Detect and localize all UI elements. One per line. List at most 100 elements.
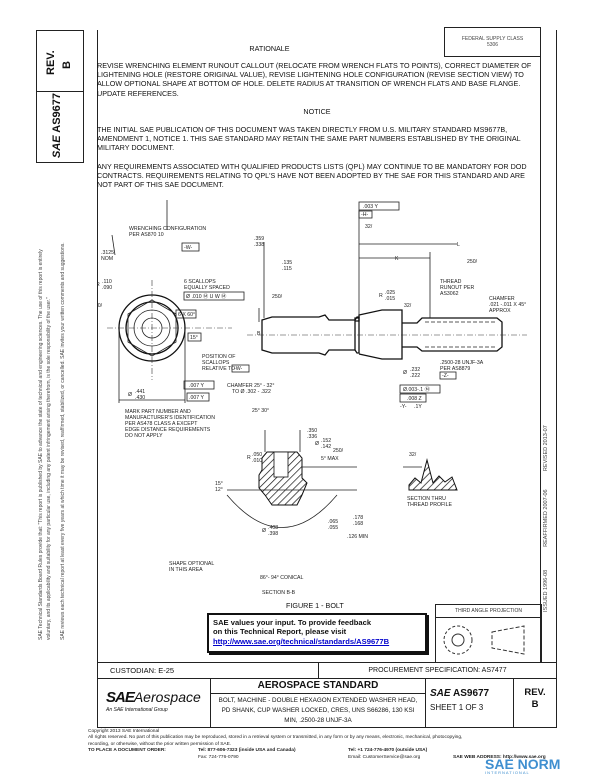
standard-heading: AEROSPACE STANDARD (211, 679, 425, 694)
sae-aerospace-logo: SAEAerospace An SAE International Group (97, 678, 211, 728)
label-thread-section-1: SECTION THRU (407, 496, 446, 502)
rev-label: REV. (524, 687, 546, 698)
procurement-spec: PROCUREMENT SPECIFICATION: AS7477 (368, 667, 507, 674)
finish-250-head: 250/ (272, 294, 283, 300)
flange-min: .115 (282, 266, 292, 272)
sae-mark-icon: SAE (430, 688, 451, 699)
history-issued: ISSUED 1996-08 (543, 569, 549, 612)
sec-dia-symbol: Ø (315, 441, 319, 447)
procurement-cell: PROCUREMENT SPECIFICATION: AS7477 (318, 662, 557, 679)
figure-title: FIGURE 1 - BOLT (286, 601, 344, 610)
notice-paragraph-2: ANY REQUIREMENTS ASSOCIATED WITH QUALIFI… (97, 162, 527, 190)
disclaimer-line-2: voluntary, and its applicability and sui… (46, 297, 52, 640)
label-position-1: POSITION OF (202, 354, 235, 360)
head-length-max: .359 (254, 236, 264, 242)
head-length-min: .338 (254, 242, 264, 248)
head-end-view (107, 200, 260, 403)
sec-dim-168: .168 (353, 521, 363, 527)
sec-angle: 5° MAX (321, 456, 339, 462)
custodian: CUSTODIAN: E-25 (110, 666, 175, 675)
sec-dim-178: .178 (353, 515, 363, 521)
label-thread-section-2: THREAD PROFILE (407, 502, 453, 508)
sheet-number: SHEET 1 OF 3 (430, 703, 484, 712)
doc-number: AS9677 (452, 688, 490, 699)
fillet-r: R (379, 293, 383, 299)
dia-head-min: .430 (135, 395, 145, 401)
perpendicularity-frame: .003 Y (363, 204, 378, 210)
shank-dia-symbol: Ø (403, 370, 407, 376)
side-rev-label: REV. (45, 50, 57, 75)
feedback-link[interactable]: http://www.sae.org/technical/standards/A… (213, 636, 390, 646)
sec-dia2-max: .408 (268, 525, 278, 531)
thread-profile-section (403, 458, 458, 491)
feedback-line-1: SAE values your input. To provide feedba… (213, 618, 372, 627)
revision-cell: REV. B (513, 678, 557, 728)
label-mark-5: DO NOT APPLY (125, 433, 163, 439)
fsc-value: 5306 (486, 42, 499, 48)
dim-K: K (395, 256, 399, 262)
sae-logo-side: SAE (51, 135, 63, 158)
doc-number-cell: SAE AS9677 SHEET 1 OF 3 (425, 678, 514, 728)
thread-finish: 32/ (409, 452, 417, 458)
label-shape-optional-2: IN THIS AREA (169, 567, 203, 573)
label-mark-3: PER AS478 CLASS A EXCEPT (125, 421, 198, 427)
label-r-hex-min: .090 (102, 285, 112, 291)
fillet-max: .025 (385, 290, 395, 296)
sec-dim1-max: .350 (307, 428, 317, 434)
fcf-line-2: .008 Z (407, 396, 422, 402)
watermark-text: SAE NORM (485, 756, 561, 772)
label-nom-2: NOM (101, 256, 113, 262)
section-mark-right: B (257, 331, 261, 337)
footer: Copyright 2013 SAE International All rig… (88, 729, 558, 761)
projection-title: THIRD ANGLE PROJECTION (436, 605, 541, 618)
label-wrenching-1: WRENCHING CONFIGURATION (129, 226, 206, 232)
projection-symbol-icon (443, 625, 525, 655)
part-description: BOLT, MACHINE - DOUBLE HEXAGON EXTENDED … (218, 697, 418, 724)
footer-rights: All rights reserved. No part of this pub… (88, 735, 463, 741)
datum-w: -W- (184, 245, 193, 251)
sec-dim-126: .126 MIN (347, 534, 368, 540)
sec-dim1-min: .336 (307, 434, 317, 440)
scallop-tolerance-frame: Ø .010 Ⓜ U W Ⓜ (186, 292, 226, 300)
label-chamfer-1: CHAMFER (489, 296, 515, 302)
footer-order: TO PLACE A DOCUMENT ORDER: (88, 748, 166, 754)
label-thread-2: PER AS8879 (440, 366, 470, 372)
bolt-drawing: WRENCHING CONFIGURATION PER AS870 10 .31… (97, 200, 527, 596)
sec-dia-min: .142 (321, 444, 331, 450)
label-scallops-2: EQUALLY SPACED (184, 285, 230, 291)
watermark-sub: INTERNATIONAL (485, 770, 530, 775)
label-mark-1: MARK PART NUMBER AND (125, 409, 191, 415)
history-column-divider (540, 30, 541, 663)
sec-dia-max: .152 (321, 438, 331, 444)
sec-dim-055: .055 (328, 525, 338, 531)
footer-tel-2: Tel: +1 724-776-4970 (outside USA) (348, 748, 428, 754)
history-revised: REVISED 2013-07 (543, 425, 549, 472)
sec-dia2-symbol: Ø (262, 528, 266, 534)
rev-box-side: REV. B (36, 30, 84, 92)
sae-norm-watermark: SAE NORM INTERNATIONAL (485, 757, 560, 775)
datum-h: -H- (361, 212, 368, 218)
label-chamfer-head-2: TO Ø .302 - .322 (232, 389, 271, 395)
side-rev-value: B (61, 61, 73, 69)
logo-aerospace-text: Aerospace (133, 689, 201, 705)
notice-title: NOTICE (303, 107, 331, 116)
label-r-hex: R (97, 282, 100, 288)
angle-6x60: 6 X 60° (178, 312, 195, 318)
label-thread-runout-3: AS3062 (440, 291, 459, 297)
shank-dia-min: .222 (410, 373, 420, 379)
fillet-min: .015 (385, 296, 395, 302)
angle-head: 25° 30° (252, 408, 269, 414)
finish-250-side: 250/ (467, 259, 478, 265)
label-chamfer-head-1: CHAMFER 25° - 32° (227, 383, 274, 389)
datum-z: -Z- (442, 373, 449, 379)
footer-rights-2: recording, or otherwise, without the pri… (88, 741, 232, 747)
bolt-side-view (247, 210, 527, 360)
finish-32-shank: 32/ (404, 303, 412, 309)
notice-paragraph-1: THE INITIAL SAE PUBLICATION OF THIS DOCU… (97, 125, 521, 153)
angle-15: 15° (190, 335, 198, 341)
side-doc-number: AS9677 (51, 92, 63, 133)
label-thread-1: .2500-28 UNJF-3A (440, 360, 484, 366)
finish-250: 250/ (97, 303, 103, 309)
label-mark-2: MANUFACTURER'S IDENTIFICATION (125, 415, 215, 421)
sec-r-max: .050 (252, 452, 262, 458)
